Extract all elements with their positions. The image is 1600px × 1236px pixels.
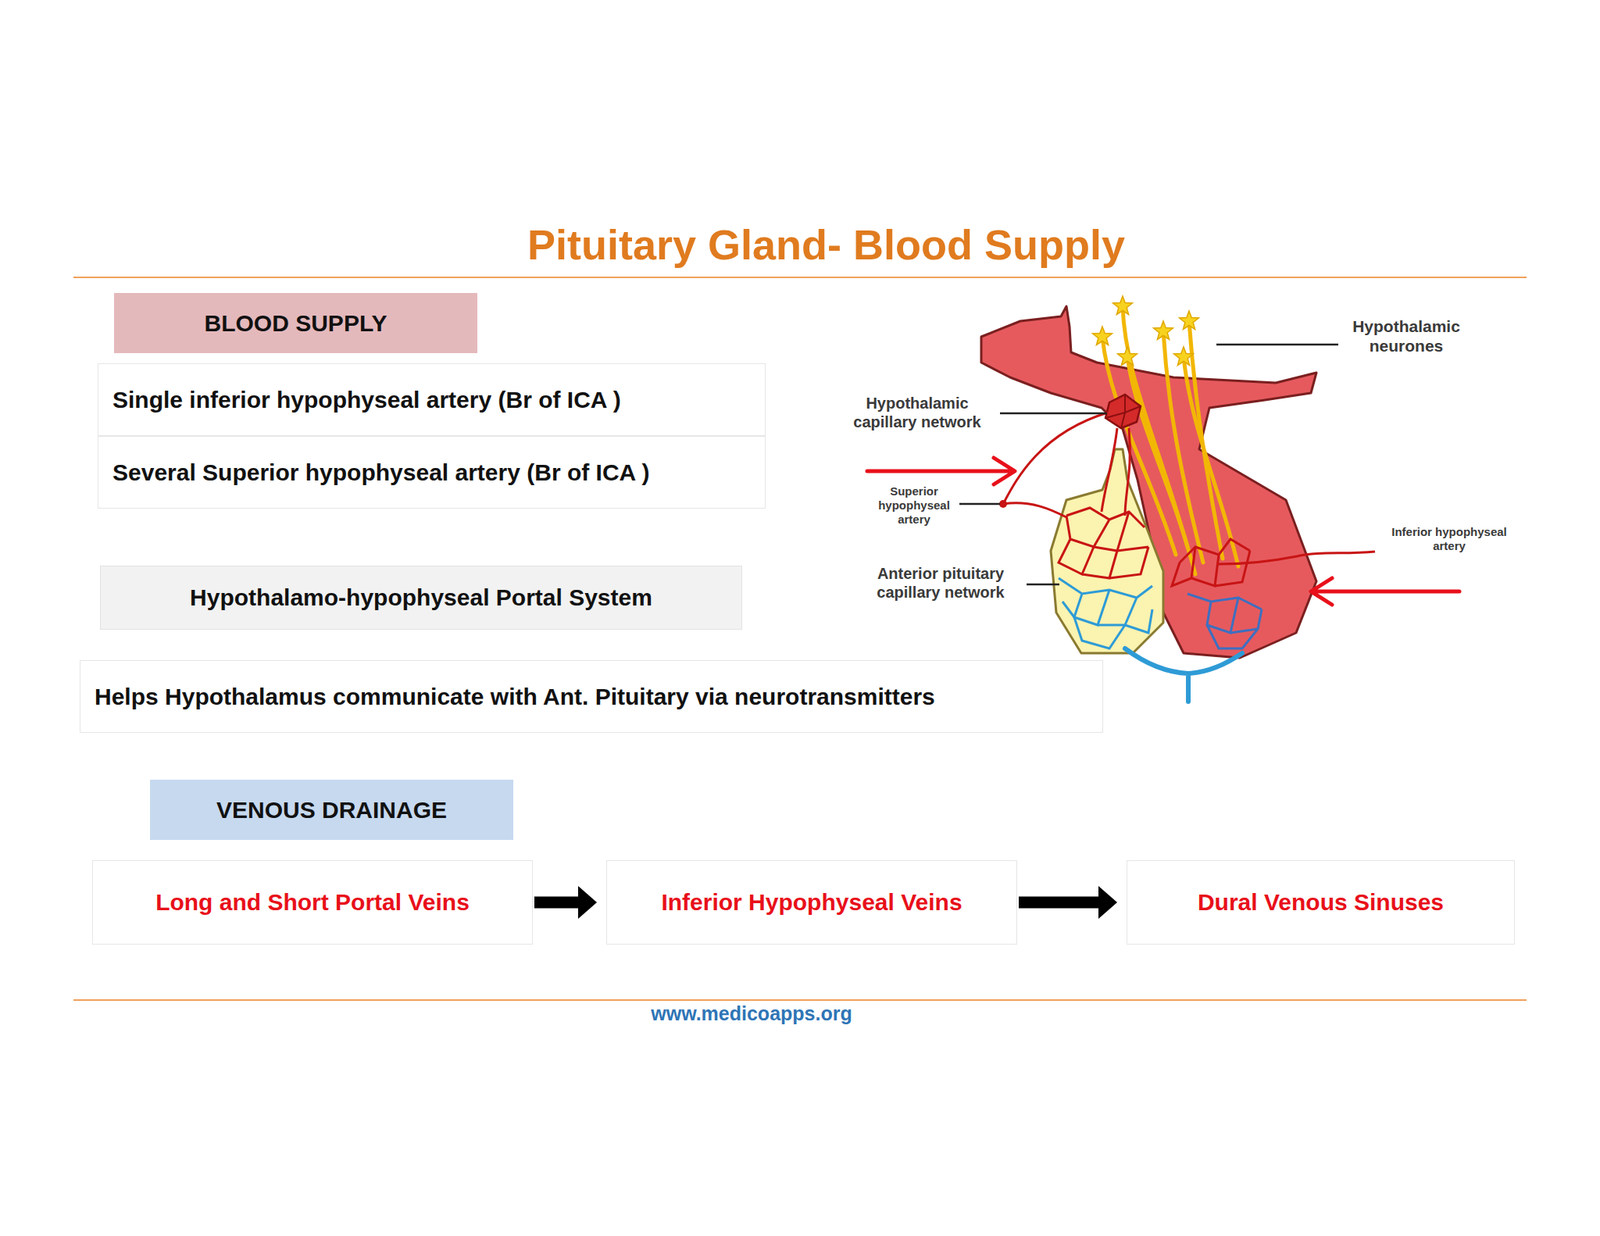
leader-line [1026, 583, 1060, 586]
part-label: Hypothalamic capillary network [834, 393, 1000, 432]
hypophyseal-vein [1125, 648, 1243, 702]
anterior-venous-net [1058, 578, 1153, 649]
part-label: Inferior hypophyseal artery [1376, 525, 1522, 554]
section-header: VENOUS DRAINAGE [150, 779, 514, 840]
node-text: Helps Hypothalamus communicate with Ant.… [94, 682, 936, 711]
leader-line [1216, 343, 1339, 347]
node-text: Several Superior hypophyseal artery (Br … [112, 458, 650, 487]
info-box: Several Superior hypophyseal artery (Br … [97, 435, 766, 509]
artery-origin-dot [999, 500, 1008, 508]
flow-box: Dural Venous Sinuses [1126, 860, 1515, 945]
node-text: Hypothalamo-hypophyseal Portal System [189, 583, 653, 612]
hypothalamic-capillary [1105, 394, 1141, 429]
section-header: BLOOD SUPPLY [114, 292, 478, 354]
flow-box: Inferior Hypophyseal Veins [606, 860, 1018, 945]
node-text: BLOOD SUPPLY [204, 309, 388, 338]
leader-line [1000, 412, 1108, 415]
node-text: VENOUS DRAINAGE [216, 796, 447, 825]
neurone-fibres [1102, 306, 1239, 575]
neurone-star [1092, 326, 1113, 346]
flow-box: Long and Short Portal Veins [92, 860, 533, 945]
part-label: Hypothalamic neurones [1343, 316, 1469, 356]
portal-vessels [1101, 428, 1130, 516]
leader-lines [959, 344, 1339, 585]
neurone-star [1117, 346, 1138, 366]
posterior-venous-net [1187, 593, 1262, 649]
footer-rule [73, 999, 1527, 1001]
neurone-star [1113, 296, 1133, 315]
section-header: Hypothalamo-hypophyseal Portal System [100, 565, 743, 630]
node-text: Dural Venous Sinuses [1197, 888, 1444, 917]
slide-title: Pituitary Gland- Blood Supply [406, 218, 1247, 271]
capillary-loops [1105, 394, 1141, 429]
part-label: Superior hypophyseal artery [870, 484, 958, 527]
inferior-hypophyseal-artery [1218, 551, 1375, 565]
fibre [1102, 336, 1176, 555]
info-box: Helps Hypothalamus communicate with Ant.… [79, 660, 1104, 733]
neurone-star [1179, 310, 1200, 330]
red-pointer-arrow [867, 457, 1015, 485]
anterior-arterial-net [1058, 507, 1149, 579]
capillary-tuft [1105, 394, 1141, 429]
fibre [1183, 357, 1239, 567]
red-pointer-arrow [1310, 578, 1460, 605]
fibre [1189, 321, 1223, 559]
arrow-head [1098, 885, 1118, 919]
flow-arrow [1018, 885, 1118, 919]
arrow-shaft [534, 896, 579, 909]
node-text: Long and Short Portal Veins [155, 888, 470, 917]
website-url: www.medicoapps.org [609, 1001, 894, 1025]
flow-arrow [534, 885, 597, 919]
neurone-stars [1092, 296, 1200, 366]
hypothalamus-posterior-lobe [981, 306, 1317, 658]
neurone-star [1174, 346, 1194, 366]
leader-line [959, 503, 1000, 506]
superior-hypophyseal-artery [1003, 412, 1108, 518]
node-text: Inferior Hypophyseal Veins [660, 888, 962, 917]
title-rule [73, 276, 1527, 279]
node-text: Single inferior hypophyseal artery (Br o… [112, 385, 622, 415]
arrow-head [578, 885, 597, 919]
part-label: Anterior pituitary capillary network [856, 564, 1025, 602]
neurone-star [1153, 321, 1174, 340]
pointer-arrows [867, 457, 1460, 605]
fibre [1127, 357, 1196, 575]
info-box: Single inferior hypophyseal artery (Br o… [97, 363, 766, 436]
arrow-shaft [1018, 896, 1100, 909]
